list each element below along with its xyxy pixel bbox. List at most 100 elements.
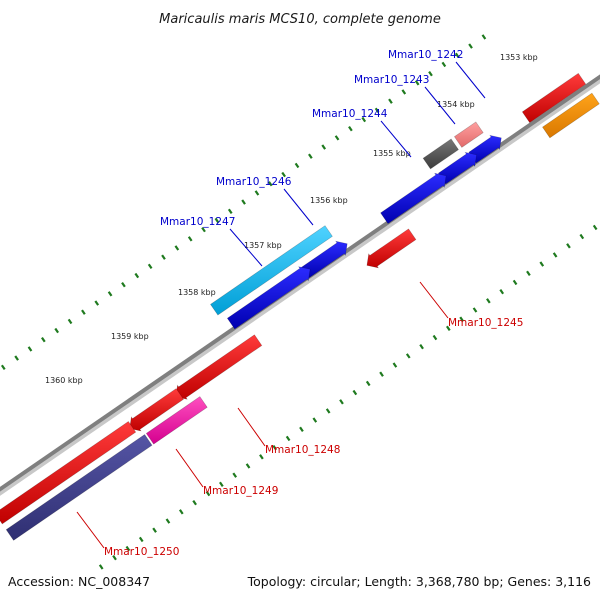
tick-dot	[419, 344, 424, 350]
tick-dot	[454, 52, 460, 58]
tick-dot	[0, 364, 6, 370]
tick-dot	[468, 43, 473, 49]
tick-label: 1355 kbp	[373, 149, 411, 158]
gene-label[interactable]: Mmar10_1244	[312, 108, 388, 120]
tick-dot	[121, 281, 126, 288]
tick-dot	[98, 564, 104, 570]
gene-next-reverse	[542, 92, 600, 139]
tick-dot	[321, 144, 327, 150]
tick-dot	[254, 190, 260, 196]
tick-dot	[405, 353, 411, 359]
tick-dot	[379, 371, 384, 377]
tick-dot	[107, 291, 113, 297]
gene-leader-line	[76, 511, 105, 549]
tick-dot	[161, 254, 166, 260]
tick-dot	[352, 389, 358, 396]
tick-dot	[299, 426, 304, 432]
accession-text: Accession: NC_008347	[8, 574, 150, 589]
gene-leader-line	[229, 228, 263, 267]
tick-dot	[552, 252, 558, 258]
tick-label: 1353 kbp	[500, 53, 538, 62]
gene-label[interactable]: Mmar10_1245	[448, 317, 523, 329]
tick-dot	[201, 226, 206, 233]
tick-dot	[259, 454, 264, 460]
tick-dot	[147, 263, 153, 270]
tick-dot	[334, 135, 340, 141]
gene-mmar10-1244-cds	[380, 172, 447, 225]
gene-mmar10-1247-cds	[226, 266, 311, 330]
gene-label[interactable]: Mmar10_1249	[203, 485, 278, 497]
gene-mmar10-1248	[175, 334, 263, 400]
tick-dot	[125, 545, 131, 552]
tick-dot	[192, 500, 197, 506]
tick-dot	[54, 327, 60, 334]
gene-mmar10-1243-cds	[437, 151, 477, 185]
tick-dot	[232, 472, 238, 478]
gene-leader-line	[424, 86, 456, 125]
tick-dot	[94, 300, 100, 306]
tick-dot	[67, 318, 73, 325]
tick-dot	[267, 181, 273, 187]
gene-mmar10-1246-cds	[301, 240, 348, 279]
tick-label: 1360 kbp	[45, 376, 83, 385]
gene-label[interactable]: Mmar10_1242	[388, 49, 463, 61]
gene-labels: Mmar10_1242Mmar10_1243Mmar10_1244Mmar10_…	[104, 49, 523, 558]
gene-mmar10-1250	[5, 434, 153, 541]
tick-dot	[281, 171, 286, 178]
map-title: Maricaulis maris MCS10, complete genome	[159, 12, 441, 27]
tick-dot	[227, 208, 233, 214]
tick-dot	[365, 380, 371, 387]
tick-label: 1358 kbp	[178, 288, 216, 297]
tick-dot	[526, 270, 531, 276]
gene-features	[0, 72, 600, 541]
gene-leader-line	[419, 281, 449, 319]
tick-dot	[539, 261, 545, 267]
tick-label: 1359 kbp	[111, 332, 149, 341]
tick-dot	[308, 153, 313, 159]
gene-leader-line	[380, 120, 412, 158]
tick-dot	[27, 346, 33, 352]
tick-dot	[512, 279, 518, 286]
gene-mmar10-1249	[145, 396, 208, 445]
tick-dot	[481, 34, 487, 40]
tick-label: 1357 kbp	[244, 241, 282, 250]
tick-dot	[285, 435, 291, 442]
tick-dot	[566, 243, 571, 249]
gene-label[interactable]: Mmar10_1250	[104, 546, 179, 558]
tick-dot	[112, 555, 117, 561]
tick-dot	[486, 298, 491, 304]
tick-dot	[41, 337, 46, 343]
gene-mmar10-1245	[366, 228, 417, 269]
gene-mmar10-1246-1247	[210, 225, 333, 316]
tick-dot	[152, 527, 157, 533]
gene-next-forward	[521, 72, 587, 123]
tick-dot	[272, 444, 278, 451]
gene-leader-lines	[76, 61, 486, 549]
tick-dot	[174, 245, 180, 251]
gene-leader-line	[237, 407, 266, 447]
tick-dot	[441, 61, 447, 68]
gene-leader-line	[175, 448, 204, 488]
tick-dot	[392, 362, 398, 368]
tick-dot	[134, 272, 140, 279]
tick-dot	[178, 509, 184, 515]
gene-leader-line	[455, 61, 486, 99]
gene-mmar10-1242	[454, 121, 484, 148]
tick-dot	[165, 518, 171, 524]
gene-label[interactable]: Mmar10_1243	[354, 74, 429, 86]
tick-dot	[388, 98, 393, 104]
tick-dot	[414, 80, 420, 86]
tick-dot	[138, 536, 144, 543]
tick-dot	[579, 233, 585, 240]
tick-dot	[432, 334, 438, 341]
gene-label[interactable]: Mmar10_1246	[216, 176, 292, 188]
genome-backbone-shadow	[0, 76, 600, 496]
gene-label[interactable]: Mmar10_1248	[265, 444, 340, 456]
gene-label[interactable]: Mmar10_1247	[160, 216, 235, 228]
tick-dot	[241, 199, 246, 205]
tick-dot	[187, 236, 193, 242]
tick-dot	[81, 309, 86, 315]
